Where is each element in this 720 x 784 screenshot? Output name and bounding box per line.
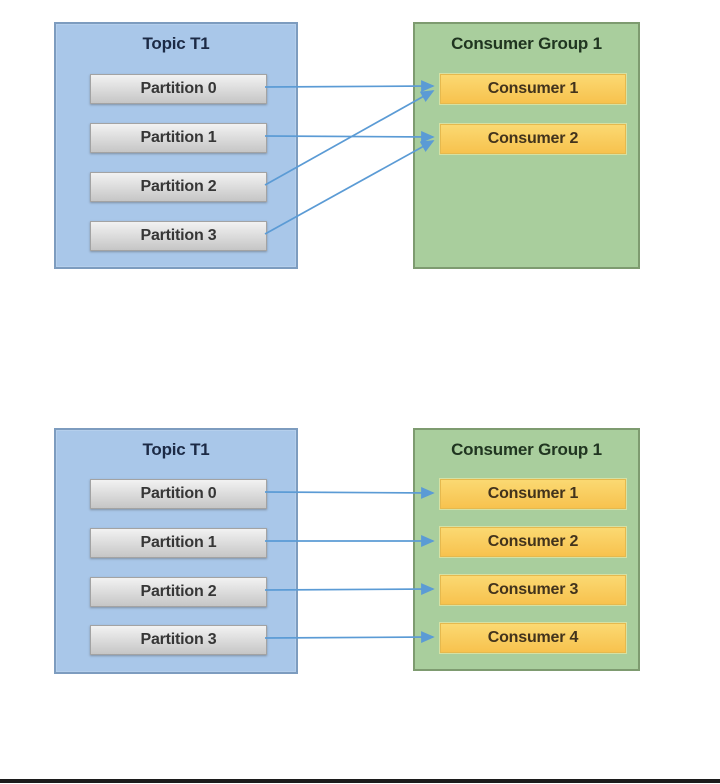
topic-box-diagram1: Topic T1 Partition 0 Partition 1 Partiti… (54, 22, 298, 269)
consumer-1-box: Consumer 1 (440, 479, 626, 509)
topic-box-diagram2: Topic T1 Partition 0 Partition 1 Partiti… (54, 428, 298, 674)
partition-1-box: Partition 1 (90, 123, 267, 153)
consumer-group-title: Consumer Group 1 (451, 440, 602, 459)
partition-2-box: Partition 2 (90, 577, 267, 607)
consumer-group-box-diagram1: Consumer Group 1 Consumer 1 Consumer 2 (413, 22, 640, 269)
partition-2-box: Partition 2 (90, 172, 267, 202)
consumer-group-title: Consumer Group 1 (451, 34, 602, 53)
partition-0-box: Partition 0 (90, 74, 267, 104)
partition-1-box: Partition 1 (90, 528, 267, 558)
consumer-4-box: Consumer 4 (440, 623, 626, 653)
consumer-2-box: Consumer 2 (440, 527, 626, 557)
consumer-3-box: Consumer 3 (440, 575, 626, 605)
consumer-2-box: Consumer 2 (440, 124, 626, 154)
topic-title: Topic T1 (142, 34, 210, 53)
window-bottom-edge (0, 779, 720, 783)
consumer-1-box: Consumer 1 (440, 74, 626, 104)
consumer-group-box-diagram2: Consumer Group 1 Consumer 1 Consumer 2 C… (413, 428, 640, 671)
partition-0-box: Partition 0 (90, 479, 267, 509)
partition-3-box: Partition 3 (90, 221, 267, 251)
partition-3-box: Partition 3 (90, 625, 267, 655)
topic-title: Topic T1 (142, 440, 210, 459)
